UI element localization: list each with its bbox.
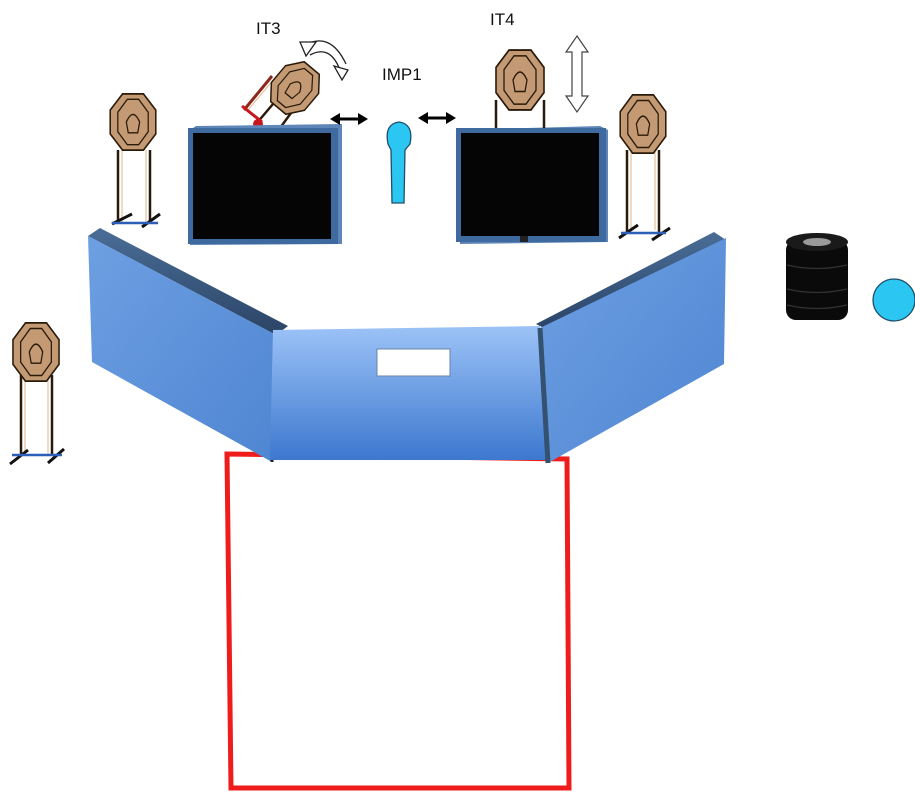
updown-arrow-icon (564, 34, 590, 114)
rotate-arrow-icon (299, 40, 349, 82)
left-screen-wall (188, 124, 342, 245)
left-angled-wall (88, 228, 288, 463)
double-arrow-icon (330, 113, 368, 125)
it4-popup-target (494, 49, 546, 128)
double-arrow-icon (418, 112, 456, 124)
fault-line-box (224, 451, 572, 791)
right-screen-wall (456, 126, 608, 244)
label-it4: IT4 (490, 10, 515, 29)
imp1-no-shoot-target (386, 121, 412, 204)
label-it3: IT3 (256, 19, 281, 38)
it3-swinging-target (241, 53, 330, 129)
right-angled-wall (536, 232, 726, 464)
no-shoot-disc-icon (872, 278, 915, 322)
barrel-stack-icon (786, 233, 848, 320)
right-paper-target (618, 93, 671, 242)
center-wall (270, 326, 546, 460)
far-left-paper-target (9, 321, 65, 466)
center-wall-port (376, 348, 451, 377)
label-imp1: IMP1 (382, 65, 422, 84)
left-paper-target (109, 93, 161, 229)
